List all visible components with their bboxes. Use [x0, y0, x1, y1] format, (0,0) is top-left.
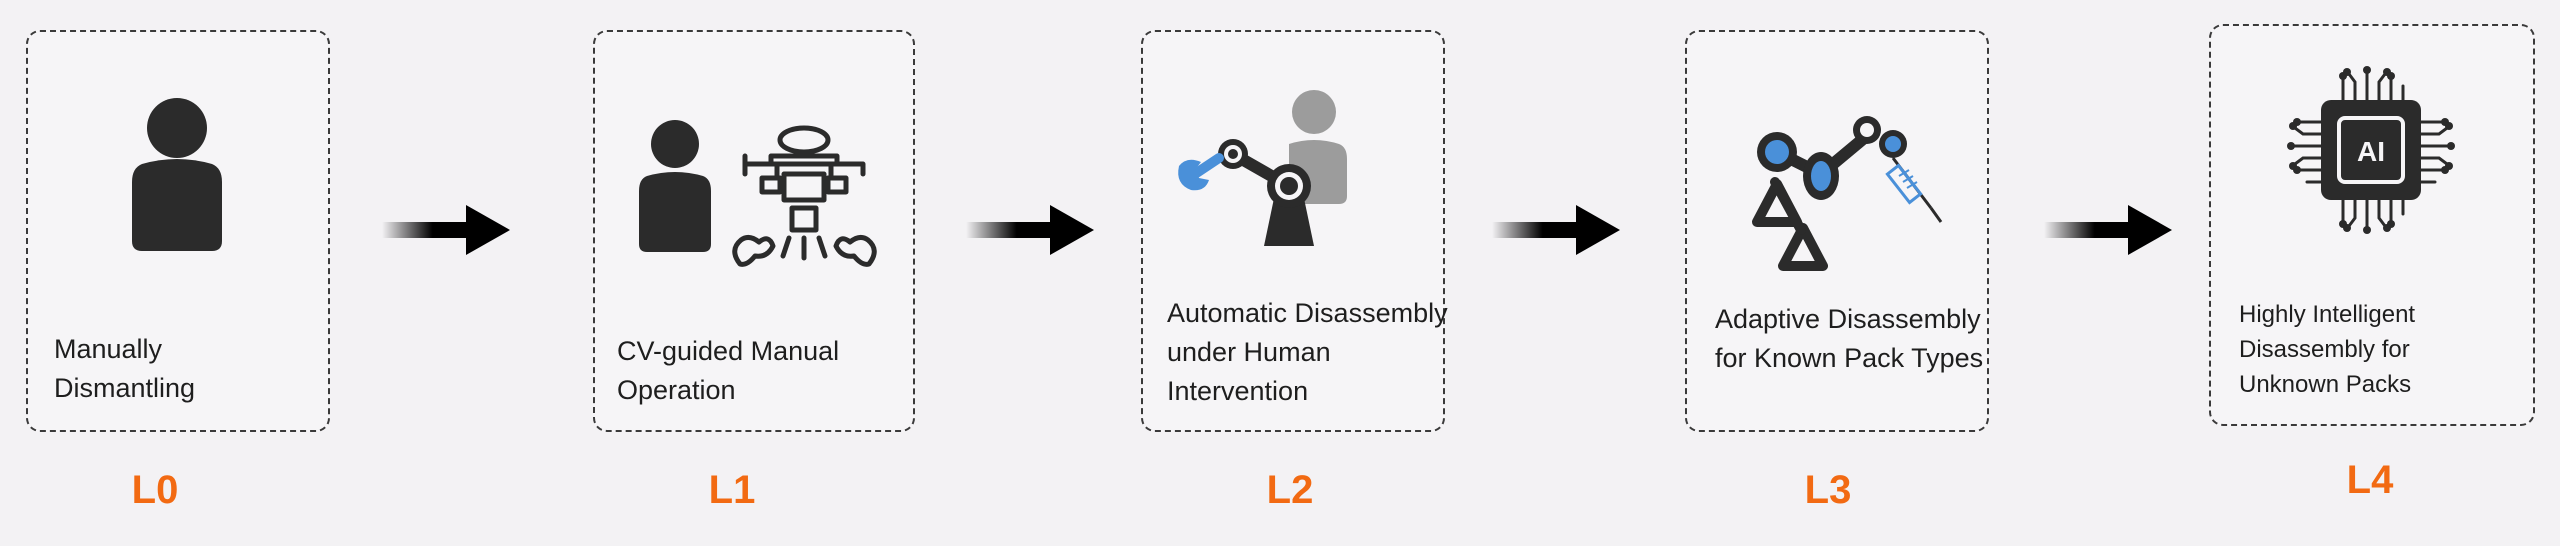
arrow-right-icon — [966, 205, 1094, 255]
person-with-robot-icon — [639, 120, 877, 267]
stage-label-line: Operation — [617, 375, 736, 406]
stage-card-l1: CV-guided Manual Operation — [593, 30, 915, 432]
stage-label-l3: Adaptive Disassembly for Known Pack Type… — [1715, 300, 1983, 378]
stage-label-line: under Human — [1167, 337, 1331, 368]
stage-label-line: Dismantling — [54, 373, 196, 404]
stage-label-l2: Automatic Disassembly under Human Interv… — [1167, 294, 1448, 411]
stage-label-line: Adaptive Disassembly — [1715, 304, 1981, 334]
robot-arm-with-human-icon — [1178, 90, 1347, 246]
stage-label-line: Highly Intelligent — [2239, 301, 2416, 328]
ai-chip-icon: AI — [2287, 66, 2455, 234]
stage-label-l4: Highly Intelligent Disassembly for Unkno… — [2239, 298, 2415, 402]
stage-label-line: Automatic Disassembly — [1167, 298, 1448, 328]
level-label-l4: L4 — [2346, 458, 2394, 502]
arrow-right-icon — [1492, 205, 1620, 255]
person-icon — [132, 98, 222, 251]
stage-label-line: Intervention — [1167, 376, 1309, 407]
stage-label-line: CV-guided Manual — [617, 336, 840, 366]
level-label-l1: L1 — [708, 468, 756, 512]
stage-label-line: Disassembly for — [2239, 335, 2410, 363]
arrow-right-icon — [2044, 205, 2172, 255]
stage-label-l1: CV-guided Manual Operation — [617, 332, 839, 410]
stage-label-l0: Manually Dismantling — [54, 330, 195, 408]
adaptive-robot-arm-icon — [1752, 116, 1943, 271]
stage-label-line: Manually — [54, 334, 163, 364]
level-label-l3: L3 — [1804, 468, 1852, 512]
stage-label-line: Unknown Packs — [2239, 370, 2412, 398]
svg-text:AI: AI — [2357, 136, 2385, 167]
stage-label-line: for Known Pack Types — [1715, 343, 1984, 374]
stage-card-l0: Manually Dismantling — [26, 30, 330, 432]
stage-card-l4: AI Highly Intelligent Disassembly for Un… — [2209, 24, 2535, 426]
arrow-right-icon — [382, 205, 510, 255]
stage-card-l2: Automatic Disassembly under Human Interv… — [1141, 30, 1448, 432]
stage-card-l3: Adaptive Disassembly for Known Pack Type… — [1685, 30, 1989, 432]
level-label-l2: L2 — [1266, 468, 1314, 512]
level-label-l0: L0 — [131, 468, 179, 512]
